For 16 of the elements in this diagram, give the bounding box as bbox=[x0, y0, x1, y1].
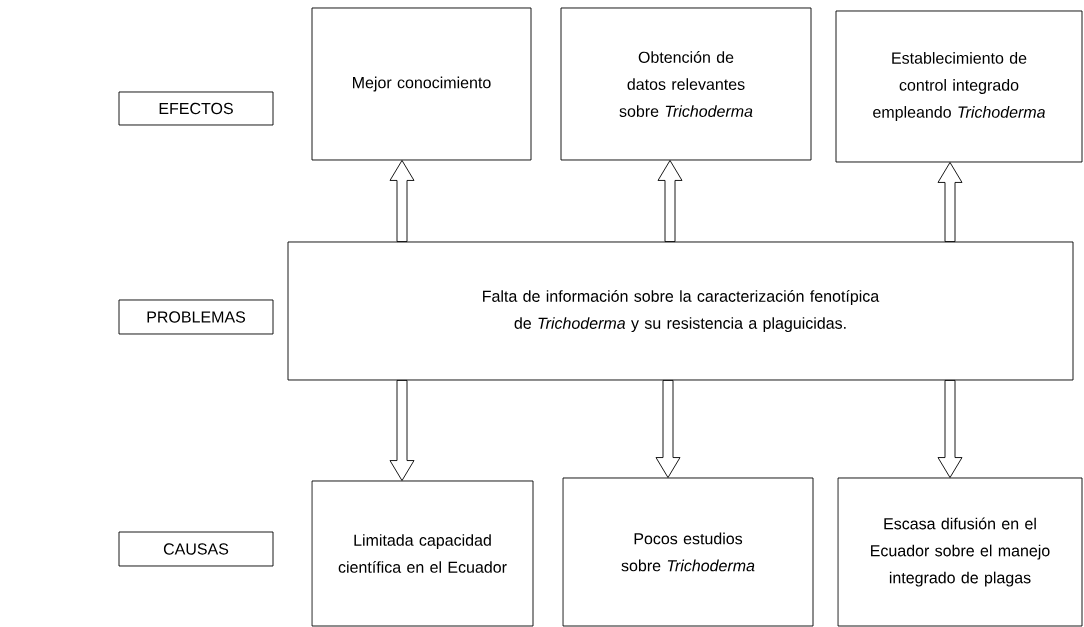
effect-box: Obtención de datos relevantes sobre Trichoderma bbox=[560, 7, 812, 161]
block-arrow bbox=[655, 380, 681, 478]
cause-box: Escasa difusión en el Ecuador sobre el manejo integrado de plagas bbox=[837, 477, 1083, 627]
effect-box: Establecimiento de control integrado empleando Trichoderma bbox=[835, 10, 1083, 163]
cause-box: Pocos estudios sobre Trichoderma bbox=[562, 477, 814, 627]
block-arrow bbox=[937, 162, 963, 242]
row-label-box: PROBLEMAS bbox=[118, 299, 274, 335]
effect-box: Mejor conocimiento bbox=[311, 7, 532, 161]
problem-box: Falta de información sobre la caracterización fenotípica de Trichoderma y su resistencia a plaguicidas. bbox=[287, 241, 1074, 381]
block-arrow bbox=[937, 380, 963, 478]
row-label-box: EFECTOS bbox=[118, 91, 274, 126]
block-arrow bbox=[389, 160, 415, 242]
block-arrow bbox=[389, 380, 415, 481]
row-label-box: CAUSAS bbox=[118, 531, 274, 567]
block-arrow bbox=[657, 160, 683, 242]
cause-box: Limitada capacidad científica en el Ecuador bbox=[311, 480, 534, 627]
